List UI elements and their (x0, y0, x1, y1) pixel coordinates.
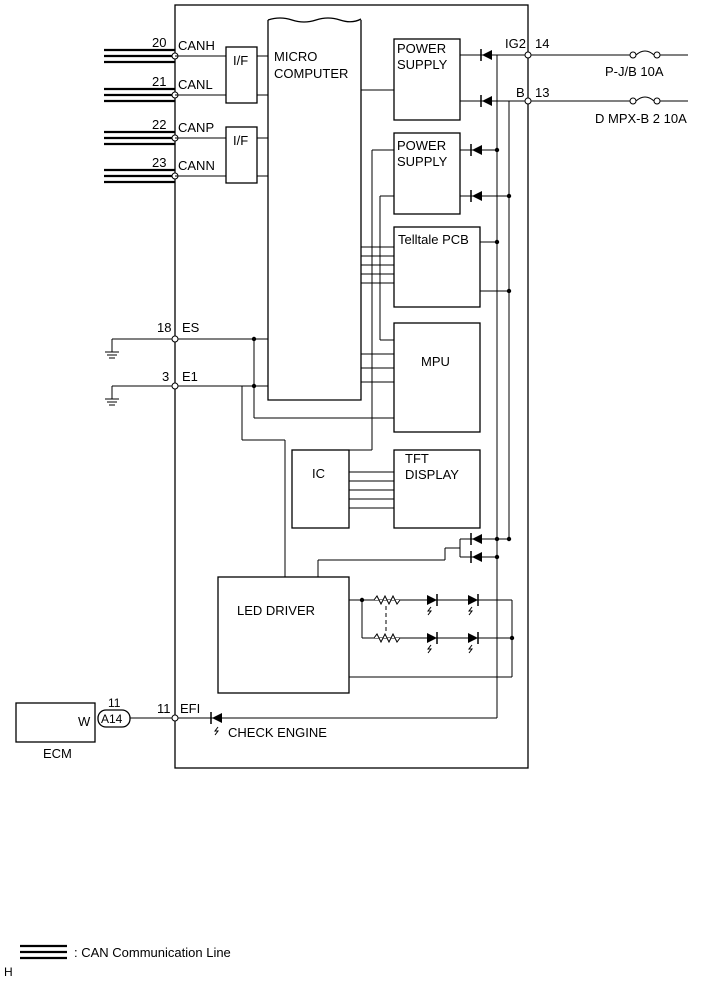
ic-label: IC (312, 466, 325, 481)
ground-es-symbol (105, 351, 119, 359)
led-driver-label: LED DRIVER (237, 603, 315, 618)
ecm-wire-color: W (78, 714, 91, 729)
pin-e1: 3 E1 (111, 369, 198, 399)
ic-block: IC (291, 449, 350, 529)
mpu-block: MPU (393, 322, 481, 433)
legend-can-line: : CAN Communication Line (20, 944, 231, 960)
power-supply-top-line1: POWER (397, 41, 446, 56)
fuse-dmpx-label: D MPX-B 2 10A (595, 111, 687, 126)
telltale-pcb-block: Telltale PCB (393, 226, 481, 308)
ecm-block: W ECM (15, 702, 96, 761)
pin-canh-label: CANH (178, 38, 215, 53)
ground-internal-wires (178, 336, 394, 577)
pin-efi-number: 11 (157, 701, 171, 716)
ecm-connector-label: A14 (101, 712, 123, 726)
pin-es: 18 ES (111, 320, 200, 352)
tft-display-block: TFT DISPLAY (393, 449, 481, 529)
check-engine-indicator: CHECK ENGINE (178, 712, 497, 740)
pin-e1-number: 3 (162, 369, 169, 384)
supply-buses (317, 55, 512, 718)
pin-es-number: 18 (157, 320, 171, 335)
ground-e1-symbol (105, 398, 119, 406)
legend-can-line-label: : CAN Communication Line (74, 945, 231, 960)
power-supply-bottom: POWER SUPPLY (393, 132, 461, 215)
power-supply-top-line2: SUPPLY (397, 57, 448, 72)
pin-canl: 21 CANL (152, 74, 213, 99)
power-diodes (460, 49, 528, 563)
pin-canl-number: 21 (152, 74, 166, 89)
tft-display-label-line2: DISPLAY (405, 467, 459, 482)
pin-canp-label: CANP (178, 120, 214, 135)
if-block-top: I/F (225, 46, 258, 104)
micro-computer-block: MICRO COMPUTER (267, 17, 362, 401)
fuse-pjb-label: P-J/B 10A (605, 64, 664, 79)
pin-b-label: B (516, 85, 525, 100)
fuse-pjb: P-J/B 10A (531, 50, 688, 79)
ecm-label: ECM (43, 746, 72, 761)
power-supply-top: POWER SUPPLY (393, 38, 461, 121)
check-engine-label: CHECK ENGINE (228, 725, 327, 740)
pin-e1-label: E1 (182, 369, 198, 384)
power-supply-bottom-line2: SUPPLY (397, 154, 448, 169)
led-driver-block: LED DRIVER (217, 576, 350, 694)
fuse-dmpx: D MPX-B 2 10A (531, 96, 688, 126)
micro-computer-label-line1: MICRO (274, 49, 317, 64)
micro-computer-label-line2: COMPUTER (274, 66, 348, 81)
telltale-pcb-label: Telltale PCB (398, 232, 469, 247)
led-array (349, 594, 515, 678)
mpu-label: MPU (421, 354, 450, 369)
corner-mark: H (4, 965, 13, 979)
if-block-top-label: I/F (233, 53, 248, 68)
internal-bus-lines (349, 149, 394, 509)
if-block-bottom: I/F (225, 126, 258, 184)
pin-canh-number: 20 (152, 35, 166, 50)
pin-cann-number: 23 (152, 155, 166, 170)
pin-ig2-label: IG2 (505, 36, 526, 51)
pin-cann-label: CANN (178, 158, 215, 173)
can-internal-wires (175, 55, 268, 177)
ecm-connector: A14 11 (97, 696, 172, 728)
pin-b-number: 13 (535, 85, 549, 100)
tft-display-label-line1: TFT (405, 451, 429, 466)
pin-ig2: IG2 14 (505, 36, 549, 59)
pin-ig2-number: 14 (535, 36, 549, 51)
pin-canp-number: 22 (152, 117, 166, 132)
pin-cann: 23 CANN (152, 155, 215, 180)
ecm-connector-pin: 11 (108, 696, 121, 710)
power-supply-bottom-line1: POWER (397, 138, 446, 153)
pin-canl-label: CANL (178, 77, 213, 92)
pin-efi-label: EFI (180, 701, 200, 716)
pin-es-label: ES (182, 320, 200, 335)
can-lines (104, 48, 175, 184)
if-block-bottom-label: I/F (233, 133, 248, 148)
